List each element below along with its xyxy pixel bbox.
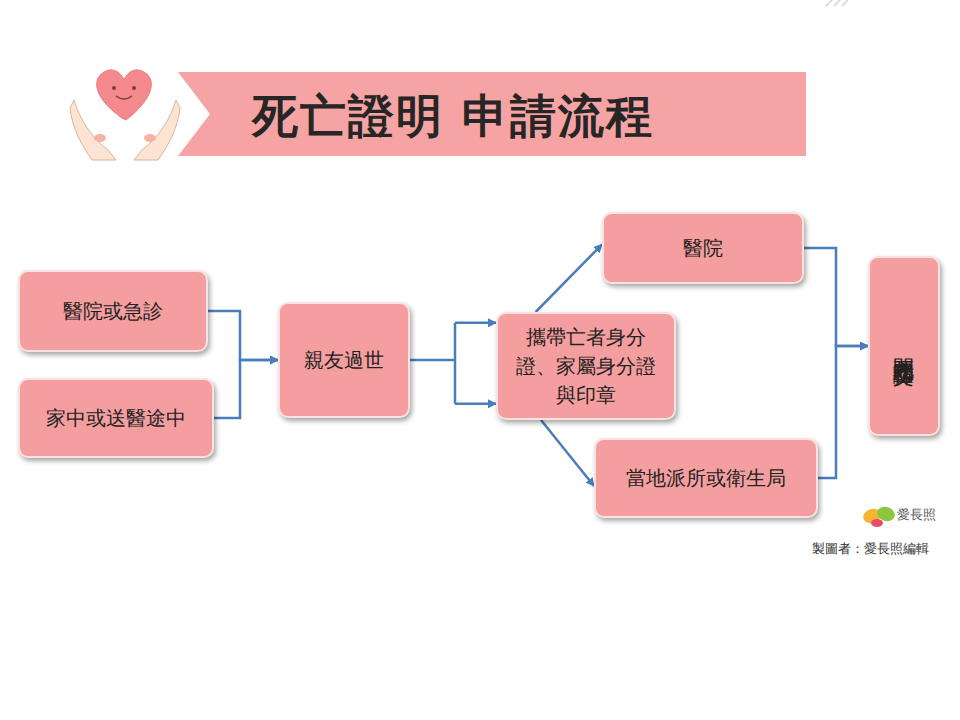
result-box: 開立死亡證明文件	[868, 256, 940, 436]
node-text: 攜帶亡者身分證、家屬身分證與印章	[508, 323, 664, 410]
node-text: 當地派所或衛生局	[626, 464, 786, 493]
corner-marks	[826, 0, 848, 6]
connector-segment	[818, 346, 868, 478]
flow-arrow	[214, 360, 278, 418]
logo-butterfly	[861, 504, 897, 527]
node-text: 親友過世	[304, 346, 384, 375]
flow-arrow	[541, 420, 594, 486]
node-text: 開立死亡證明文件	[892, 298, 916, 394]
node-text: 醫院	[683, 234, 723, 263]
flow-arrow	[818, 346, 868, 478]
diagram-title: 死亡證明 申請流程	[252, 86, 654, 148]
connector-segment	[208, 311, 278, 360]
node-text: 醫院或急診	[63, 297, 163, 326]
process-box: 醫院	[602, 212, 804, 284]
process-box: 攜帶亡者身分證、家屬身分證與印章	[496, 312, 676, 420]
connector-segment	[804, 248, 868, 346]
flow-arrow	[804, 248, 868, 346]
connector-segment	[455, 322, 496, 325]
title-banner	[178, 72, 806, 156]
logo-text: 愛長照	[897, 506, 936, 524]
process-box: 家中或送醫途中	[18, 378, 214, 458]
heart-hands-illustration	[70, 70, 180, 160]
connector-segment	[536, 244, 602, 312]
flow-arrow	[410, 323, 496, 404]
node-text: 家中或送醫途中	[46, 404, 186, 433]
connector-segment	[214, 360, 278, 418]
flow-arrow	[208, 311, 278, 360]
flow-arrow	[536, 244, 602, 312]
connector-segment	[455, 403, 496, 406]
credit-note: 製圖者：愛長照編輯	[812, 540, 929, 558]
process-box: 醫院或急診	[18, 270, 208, 352]
process-box: 當地派所或衛生局	[594, 438, 818, 518]
connector-segment	[410, 323, 455, 404]
process-box: 親友過世	[278, 302, 410, 418]
connector-segment	[541, 420, 594, 486]
